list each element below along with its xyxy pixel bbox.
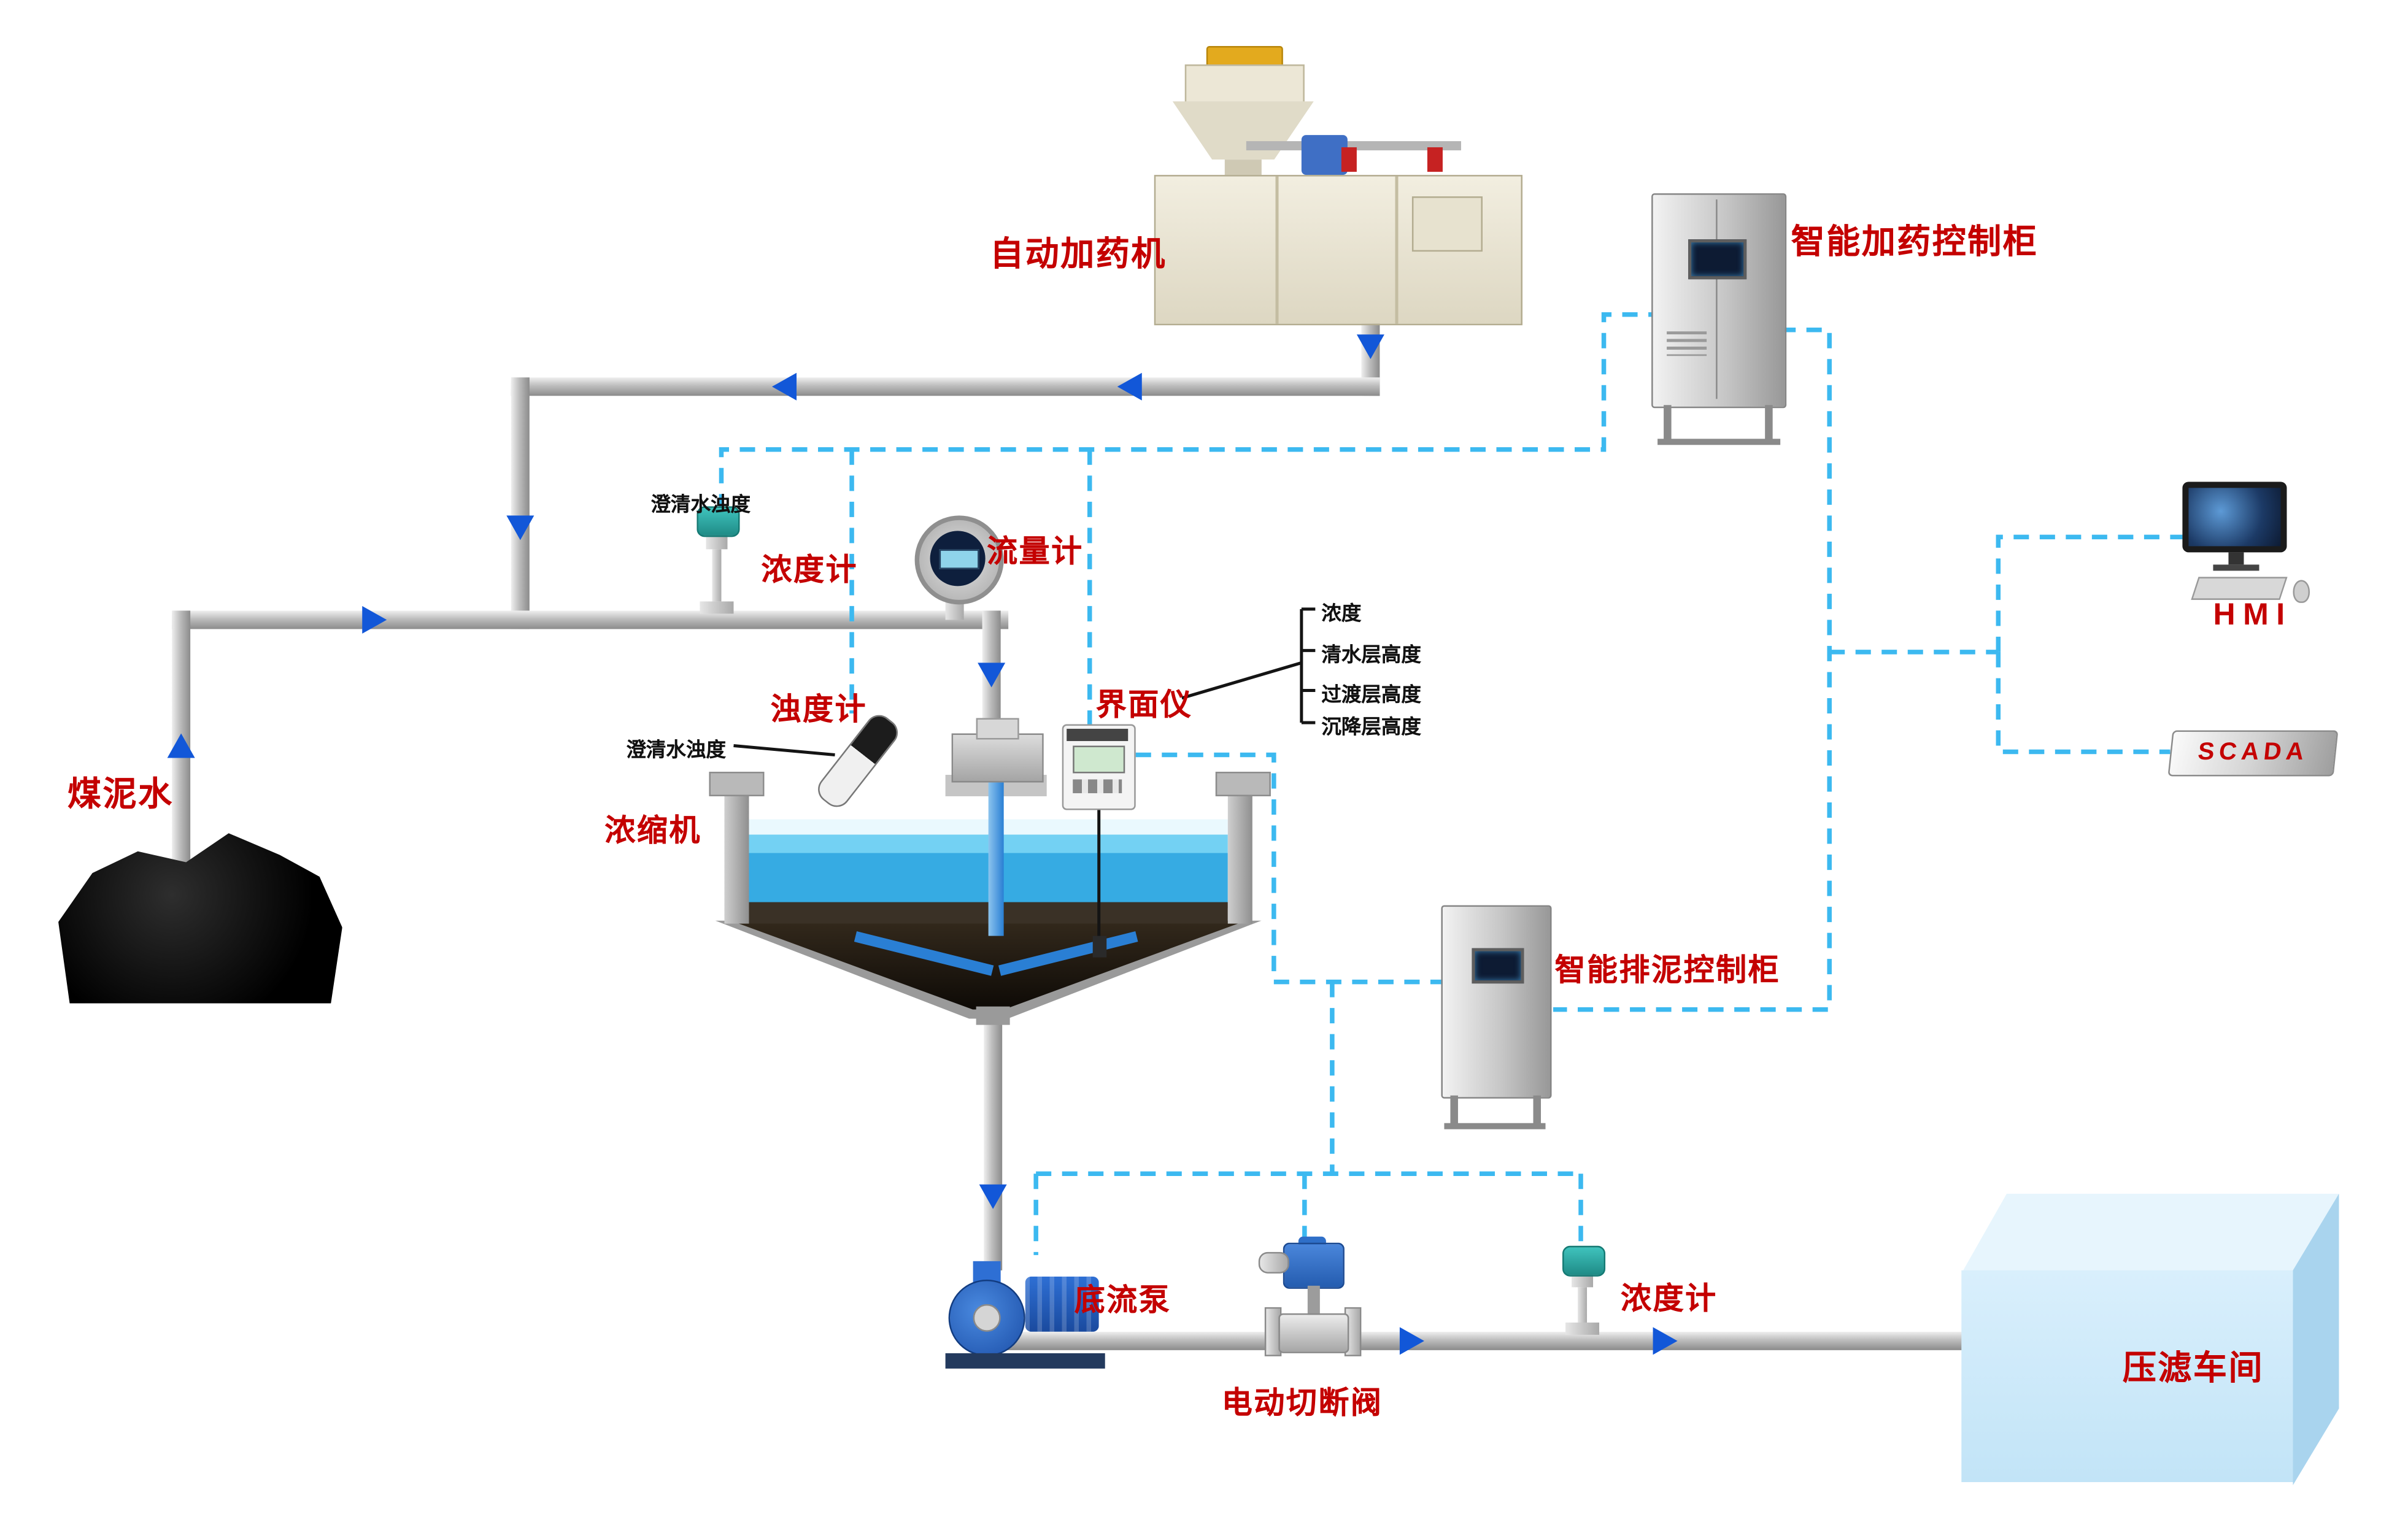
dosing-machine-hopper-funnel <box>1172 101 1314 160</box>
dosing-machine-panel <box>1411 196 1483 252</box>
label-mud-cabinet: 智能排泥控制柜 <box>1554 954 1781 988</box>
label-underflow-pump: 底流泵 <box>1074 1284 1171 1318</box>
label-interface-param-concentration: 浓度 <box>1321 601 1362 625</box>
thickener-drive-top <box>976 718 1019 740</box>
hmi-monitor-base <box>2213 564 2259 571</box>
mud-cabinet-base-bar <box>1444 1123 1546 1129</box>
dosing-cabinet-leg <box>1664 405 1672 442</box>
signal-line <box>1996 651 2171 755</box>
flow-arrow-down-icon <box>979 1184 1007 1209</box>
label-shutoff-valve: 电动切断阀 <box>1221 1386 1383 1421</box>
scada-banner: SCADA <box>2167 730 2339 777</box>
hmi-monitor-stand <box>2228 552 2244 565</box>
pointer-line <box>733 744 835 756</box>
mud-cabinet-leg <box>1450 1095 1458 1126</box>
flow-arrow-up-icon <box>167 733 195 758</box>
dosing-machine-valve-red-2 <box>1427 147 1443 172</box>
label-hmi: HMI <box>2213 598 2293 632</box>
flow-arrow-left-icon <box>1117 372 1142 401</box>
pump-inlet <box>973 1261 1001 1283</box>
thickener-rim-right <box>1215 772 1271 797</box>
signal-line <box>1553 327 1832 1012</box>
thickener-outlet-stem <box>976 1006 1010 1025</box>
dosing-cabinet-door-seam <box>1716 199 1718 399</box>
interface-meter-header <box>1067 728 1129 741</box>
label-interface-meter: 界面仪 <box>1095 688 1193 723</box>
pipe-dosing-horizontal <box>511 377 1380 396</box>
pump-hub <box>973 1304 1001 1332</box>
interface-meter-buttons <box>1073 779 1122 794</box>
interface-meter-lcd <box>1073 745 1125 774</box>
dosing-cabinet-base-bar <box>1657 439 1781 445</box>
hmi-mouse <box>2293 580 2310 603</box>
thickener-drive-unit <box>951 733 1044 783</box>
pipe-bottom-discharge <box>991 1331 1986 1350</box>
filter-press-box-front <box>1961 1270 2293 1482</box>
filter-press-box-top <box>1961 1193 2339 1274</box>
label-interface-param-settling: 沉降层高度 <box>1321 715 1421 738</box>
signal-line <box>719 312 1658 510</box>
dosing-machine-top-pipe <box>1246 141 1461 151</box>
pipe-slurry-main <box>172 610 1009 629</box>
label-filter-press: 压滤车间 <box>2122 1348 2264 1387</box>
densitometer-bottom-neck <box>1572 1273 1594 1288</box>
mud-cabinet-leg <box>1533 1095 1542 1126</box>
densitometer-top-flange <box>700 601 734 614</box>
densitometer-bottom-rod <box>1578 1287 1588 1331</box>
flow-arrow-right-icon <box>1399 1327 1424 1355</box>
pump-base <box>945 1353 1105 1369</box>
coal-pile <box>58 833 342 1004</box>
label-thickener: 浓缩机 <box>604 815 701 849</box>
dosing-machine-hopper-top <box>1184 64 1305 105</box>
densitometer-top-rod <box>712 549 722 602</box>
dosing-cabinet-body <box>1651 193 1787 409</box>
dosing-cabinet-screen <box>1688 239 1747 280</box>
label-clarified-turbidity-top: 澄清水浊度 <box>650 492 751 516</box>
densitometer-bottom-head <box>1562 1245 1606 1277</box>
thickener-wall-left <box>724 776 749 924</box>
flow-arrow-left-icon <box>772 372 797 401</box>
flow-arrow-right-icon <box>362 605 387 634</box>
flow-arrow-down-icon <box>978 663 1006 688</box>
flow-arrow-down-icon <box>1356 334 1384 359</box>
densitometer-bottom-flange <box>1565 1322 1600 1335</box>
hmi-screen <box>2188 488 2281 547</box>
valve-body <box>1278 1313 1349 1353</box>
dosing-machine-hopper-neck <box>1224 160 1262 175</box>
dosing-cabinet-leg <box>1765 405 1773 442</box>
flow-meter-display <box>939 549 979 569</box>
label-interface-param-transition: 过渡层高度 <box>1321 682 1421 706</box>
valve-side-motor <box>1258 1251 1289 1274</box>
label-turbidity-meter: 浊度计 <box>770 693 868 728</box>
mud-cabinet-body <box>1441 905 1552 1099</box>
label-densitometer-top: 浓度计 <box>761 553 859 588</box>
flow-arrow-down-icon <box>506 515 534 540</box>
thickener-shaft <box>988 779 1004 936</box>
hmi-keyboard <box>2191 577 2288 600</box>
dosing-machine-motor <box>1301 135 1348 175</box>
pipe-underflow <box>984 1000 1003 1270</box>
label-clarified-turbidity-mid: 澄清水浊度 <box>626 737 727 761</box>
mud-cabinet-screen <box>1472 948 1524 984</box>
pipe-dosing-down <box>511 377 530 629</box>
valve-stem <box>1307 1285 1320 1316</box>
bracket-lead-line <box>1181 661 1302 700</box>
label-densitometer-bottom: 浓度计 <box>1621 1282 1718 1316</box>
dosing-machine-valve-red-1 <box>1341 147 1357 172</box>
thickener-rim-left <box>709 772 765 797</box>
label-dosing-cabinet: 智能加药控制柜 <box>1791 222 2039 261</box>
valve-actuator <box>1283 1242 1345 1289</box>
densitometer-top-head <box>697 506 740 537</box>
flow-arrow-right-icon <box>1653 1327 1678 1355</box>
thickener-wall-right <box>1227 776 1252 924</box>
label-dosing-machine: 自动加药机 <box>990 234 1167 274</box>
label-flow-meter: 流量计 <box>987 535 1084 569</box>
pump-motor <box>1025 1276 1099 1332</box>
label-interface-param-clearwater: 清水层高度 <box>1321 642 1421 666</box>
label-coal-slurry: 煤泥水 <box>68 775 174 813</box>
dosing-cabinet-vents <box>1667 331 1707 356</box>
signal-line <box>1996 534 2183 652</box>
scada-label: SCADA <box>2196 739 2310 766</box>
